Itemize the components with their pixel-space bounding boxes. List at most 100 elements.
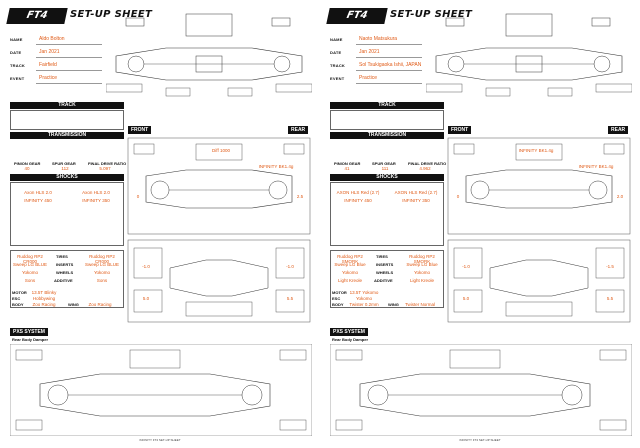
insert-front[interactable]: Sweep LG Blue [334, 262, 366, 267]
insert-label: INSERTS [376, 262, 394, 267]
motor-value[interactable]: 13.5T Yokomo [349, 290, 379, 295]
wheels-rear[interactable]: Yokomo [93, 270, 111, 275]
toe-rear[interactable]: 2.5 [296, 194, 304, 199]
shocks-grid [330, 182, 444, 246]
lower-suspension-diagram [447, 239, 631, 323]
event-field[interactable]: Practice [36, 74, 102, 84]
esc-label: ESC [332, 296, 341, 301]
sheet-footer: INFINITY FT4 SET-UP SHEET [459, 438, 501, 442]
wing-label: WING [388, 302, 399, 307]
pxs-system-diagram [10, 344, 312, 436]
name-label: NAME [330, 37, 343, 42]
setup-sheet-left: FT4 SET-UP SHEET NAME Aldo Bolton DATE Jan… [6, 6, 314, 442]
body-value[interactable]: Zoo Racing [32, 302, 56, 307]
tires-front[interactable]: Ruddog RP2 CR000 [17, 254, 43, 264]
rear-section-bar: REAR [608, 126, 629, 134]
track-label: TRACK [330, 63, 345, 68]
spur-value[interactable]: 112 [61, 166, 69, 171]
wheels-front[interactable]: Yokomo [21, 270, 39, 275]
pinion-label: PINION GEAR [14, 161, 41, 166]
oil-front[interactable]: INFINITY 450 [24, 198, 52, 203]
additive-label: ADDITIVE [374, 278, 393, 283]
date-label: DATE [10, 50, 22, 55]
additive-front[interactable]: Light Kreole [337, 278, 363, 283]
wheels-rear[interactable]: Yokomo [413, 270, 431, 275]
front-section-bar: FRONT [128, 126, 152, 134]
oil-rear[interactable]: INFINITY 350 [82, 198, 110, 203]
date-field[interactable]: Jan 2021 [36, 48, 102, 58]
event-field[interactable]: Practice [356, 74, 422, 84]
additive-front[interactable]: Sons [24, 278, 36, 283]
ride-height-front[interactable]: 5.0 [142, 296, 150, 301]
insert-front[interactable]: Sweep LG BLUE [12, 262, 48, 267]
track-section-bar: TRACK [10, 102, 124, 109]
spur-label: SPUR GEAR [52, 161, 76, 166]
motor-value[interactable]: 13.5T Blinky [31, 290, 57, 295]
ride-height-rear[interactable]: 5.5 [286, 296, 294, 301]
name-field[interactable]: Naoto Matsukura [356, 35, 422, 45]
piston-rear[interactable]: AXON HLS Red (2.7) [394, 190, 438, 195]
oil-rear[interactable]: INFINITY 350 [402, 198, 430, 203]
spur-value[interactable]: 111 [381, 166, 389, 171]
camber-front[interactable]: -1.0 [462, 264, 470, 269]
chassis-top-diagram [426, 13, 632, 97]
lower-suspension-diagram [127, 239, 311, 323]
tires-rear[interactable]: Ruddog RP2 CR000 [89, 254, 115, 264]
fdr-value[interactable]: 4.962 [419, 166, 431, 171]
camber-front[interactable]: -1.0 [142, 264, 150, 269]
insert-rear[interactable]: Sweep LG BLUE [84, 262, 120, 267]
sheet-header: FT4 SET-UP SHEET [6, 6, 314, 30]
track-label: TRACK [10, 63, 25, 68]
note-front[interactable]: INFINITY BK1.4g [518, 148, 554, 153]
toe-front[interactable]: 0 [136, 194, 140, 199]
camber-rear[interactable]: -1.5 [606, 264, 614, 269]
piston-front[interactable]: Axon HLS 2.0 [24, 190, 52, 195]
track-field[interactable]: Fairfield [36, 61, 102, 71]
additive-rear[interactable]: Light Kreole [409, 278, 435, 283]
oil-front[interactable]: INFINITY 450 [344, 198, 372, 203]
insert-rear[interactable]: Sweep LG Blue [406, 262, 438, 267]
note-front[interactable]: Diff 1000 [212, 148, 230, 153]
tires-label: TIRES [56, 254, 68, 259]
brand-logo: FT4 [326, 8, 388, 24]
wheels-front[interactable]: Yokomo [341, 270, 359, 275]
spur-label: SPUR GEAR [372, 161, 396, 166]
fdr-value[interactable]: 5.097 [99, 166, 111, 171]
name-label: NAME [10, 37, 23, 42]
name-field[interactable]: Aldo Bolton [36, 35, 102, 45]
tires-rear[interactable]: Ruddog RP2 SMORK [409, 254, 435, 264]
additive-rear[interactable]: Sons [96, 278, 108, 283]
pinion-label: PINION GEAR [334, 161, 361, 166]
ride-height-front[interactable]: 5.0 [462, 296, 470, 301]
track-field[interactable]: Sol Tsukigaoka Ishii, JAPAN [356, 61, 422, 71]
body-value[interactable]: Twister 0.2mm [349, 302, 379, 307]
toe-rear[interactable]: 2.0 [616, 194, 624, 199]
shocks-grid [10, 182, 124, 246]
note-rear[interactable]: INFINITY BK1.4g [578, 164, 614, 169]
chassis-top-diagram [106, 13, 312, 97]
pinion-value[interactable]: 41 [344, 166, 350, 171]
wing-value[interactable]: Twister Normal [404, 302, 435, 307]
wing-value[interactable]: Zoo Racing [88, 302, 112, 307]
ride-height-rear[interactable]: 5.5 [606, 296, 614, 301]
body-label: BODY [332, 302, 344, 307]
sheet-footer: INFINITY FT4 SET-UP SHEET [139, 438, 181, 442]
pinion-value[interactable]: 40 [24, 166, 30, 171]
camber-rear[interactable]: -1.0 [286, 264, 294, 269]
esc-value[interactable]: Yokomo [355, 296, 373, 301]
body-label: BODY [12, 302, 24, 307]
piston-front[interactable]: AXON HLS Red (2.7) [336, 190, 380, 195]
esc-value[interactable]: Hobbywing [32, 296, 56, 301]
toe-front[interactable]: 0 [456, 194, 460, 199]
piston-rear[interactable]: Axon HLS 2.0 [82, 190, 110, 195]
transmission-section-bar: TRANSMISSION [330, 132, 444, 139]
note-rear[interactable]: INFINITY BK1.4g [258, 164, 294, 169]
track-options-grid [10, 110, 124, 130]
wheels-label: WHEELS [56, 270, 74, 275]
esc-label: ESC [12, 296, 21, 301]
motor-label: MOTOR [12, 290, 27, 295]
date-field[interactable]: Jan 2021 [356, 48, 422, 58]
tires-front[interactable]: Ruddog RP2 SMORK [337, 254, 363, 264]
motor-label: MOTOR [332, 290, 347, 295]
